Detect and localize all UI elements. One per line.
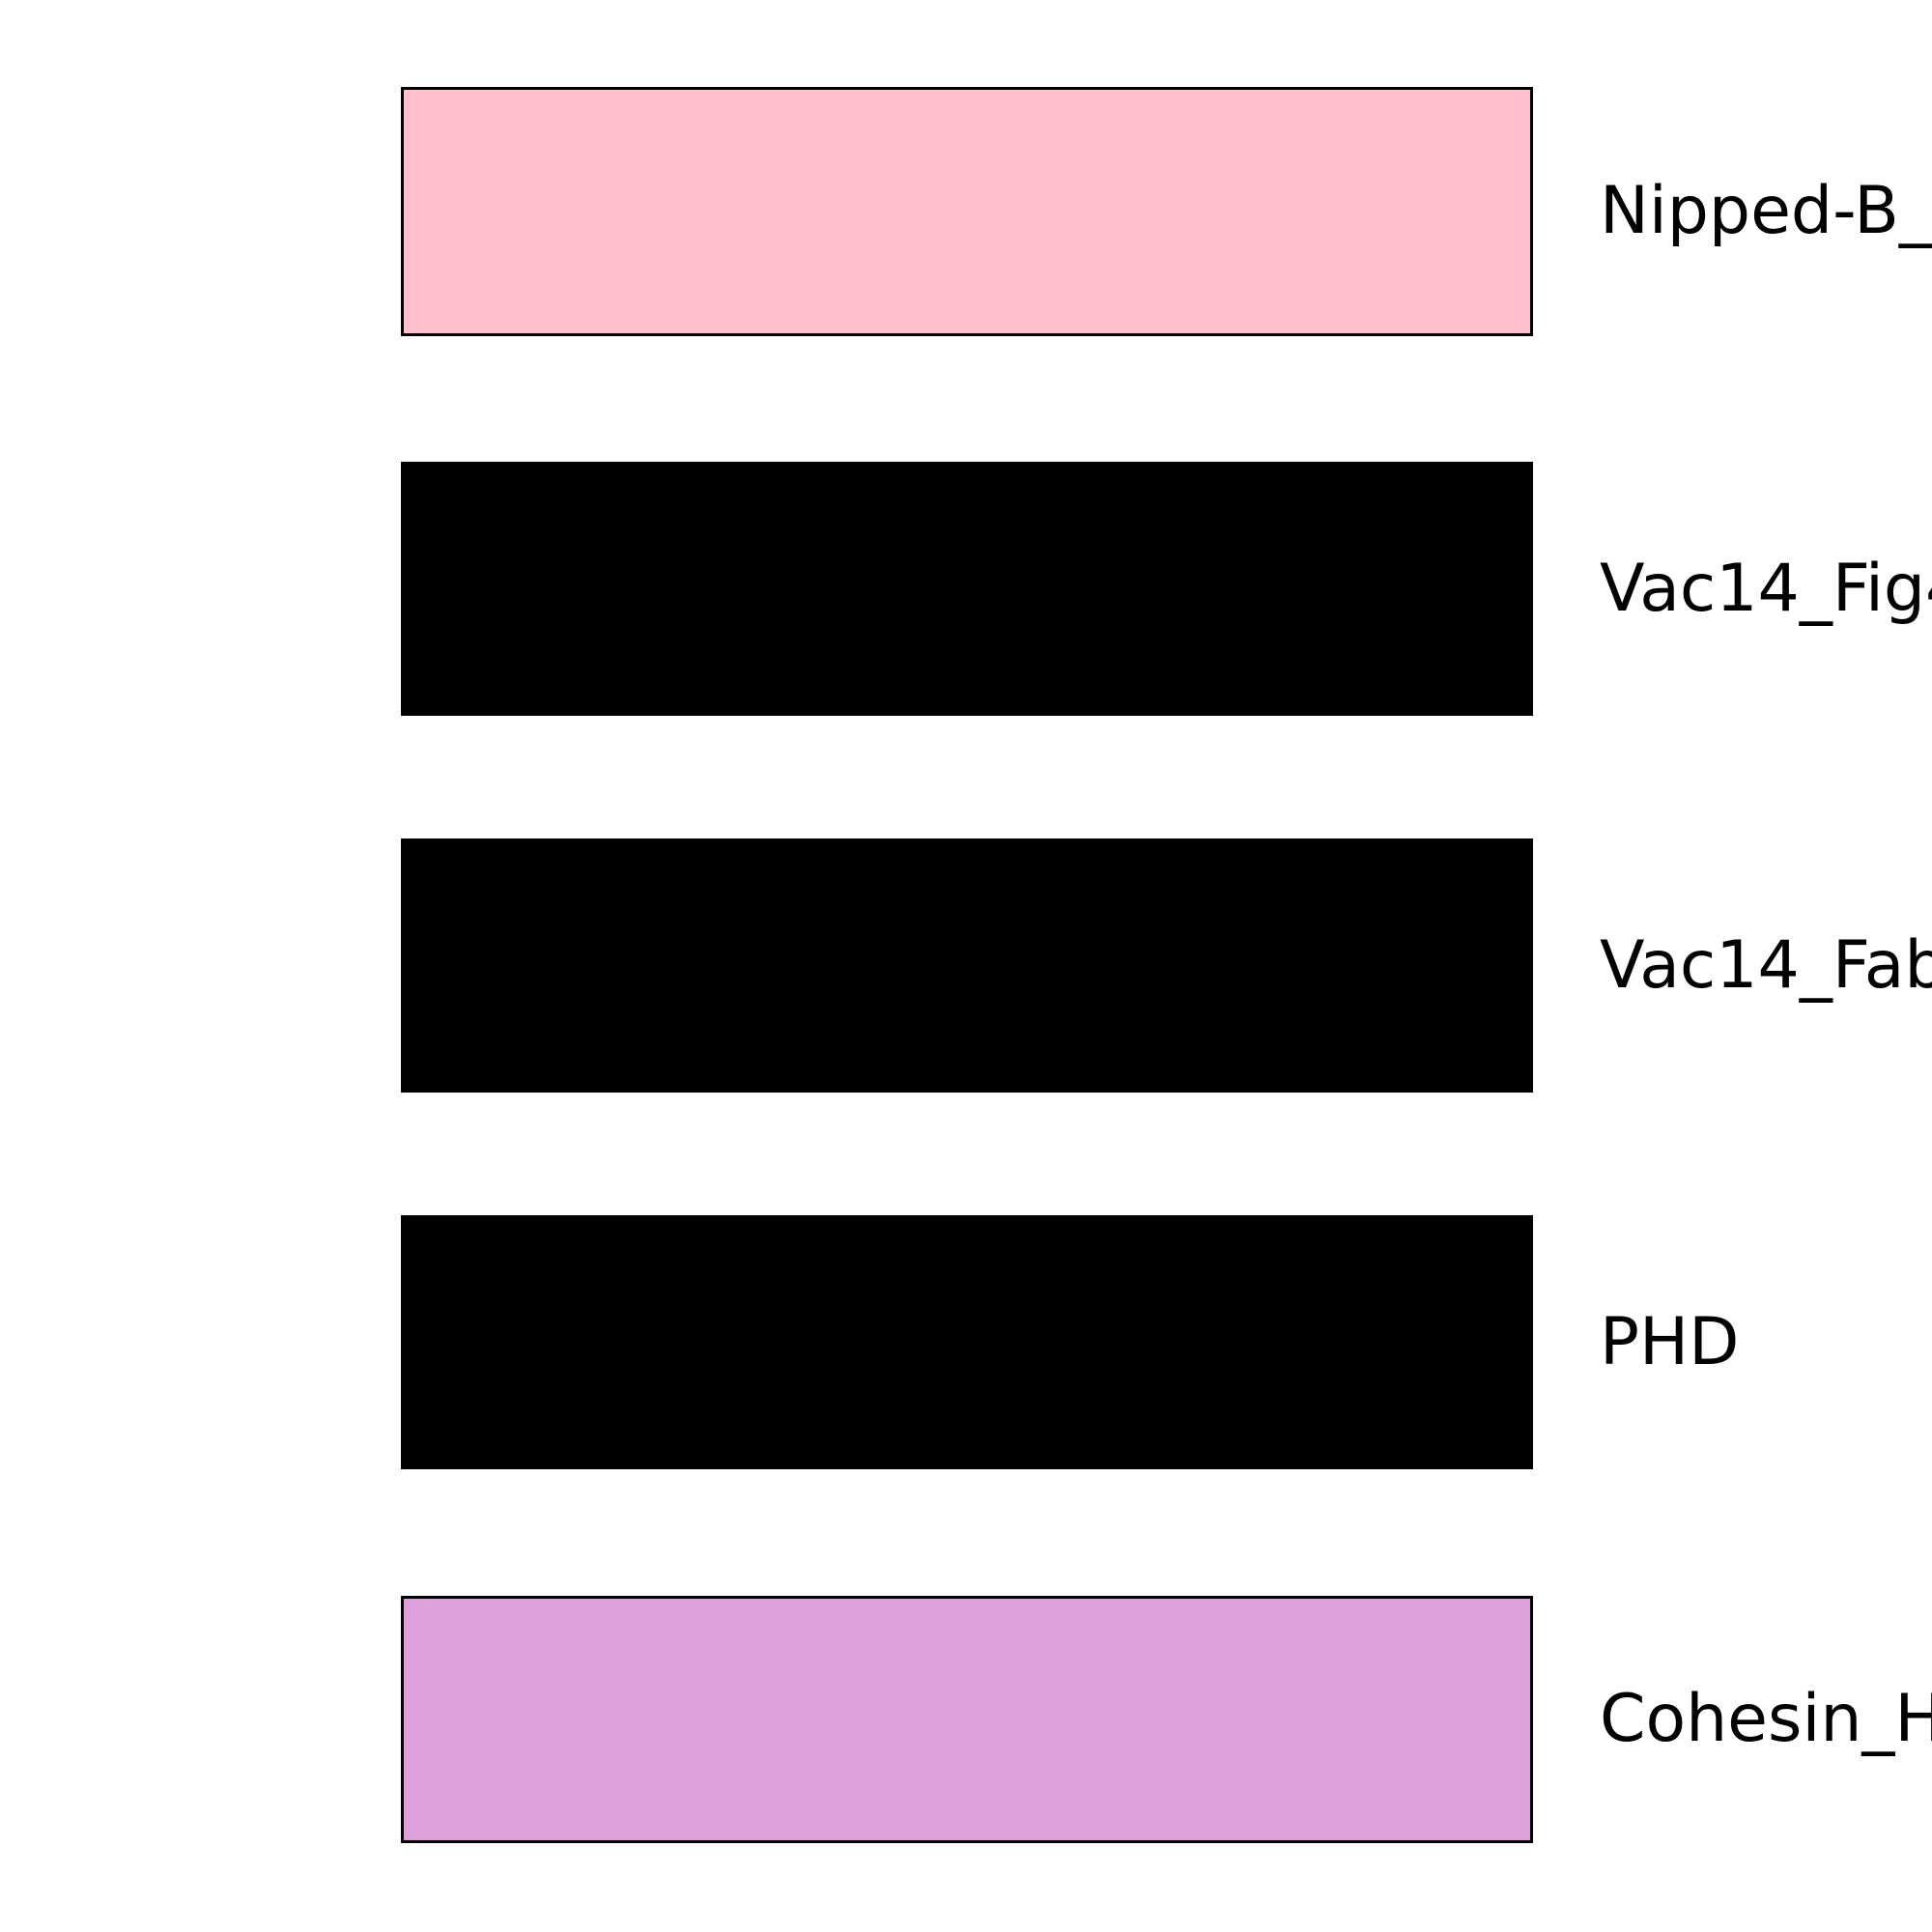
legend-swatch[interactable]	[401, 87, 1533, 336]
legend-label: Cohesin_HEAT	[1600, 1681, 1932, 1757]
legend-swatch[interactable]	[401, 1215, 1533, 1469]
legend-swatch[interactable]	[401, 838, 1533, 1093]
legend-label: Nipped-B_C	[1600, 173, 1932, 249]
legend-label: Vac14_Fab1	[1600, 926, 1932, 1004]
legend-label: PHD	[1600, 1303, 1740, 1380]
legend-swatch[interactable]	[401, 1596, 1533, 1843]
legend-swatch[interactable]	[401, 462, 1533, 716]
legend-label: Vac14_Fig4	[1600, 550, 1932, 627]
